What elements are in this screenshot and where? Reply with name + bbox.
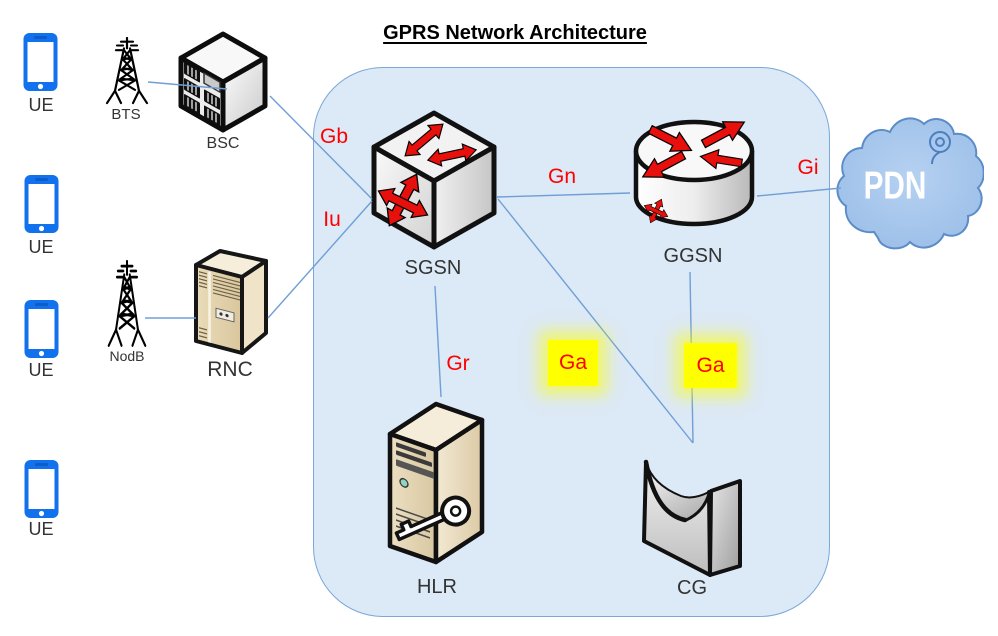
ggsn-router-icon [633, 113, 755, 227]
bts-antenna-icon [105, 37, 149, 105]
ga-interface-badge-ggsn-cg: Ga [684, 343, 737, 388]
pdn-label: PDN [863, 163, 927, 208]
sgsn-label: SGSN [404, 257, 462, 279]
ue-phone-icon-3 [24, 300, 59, 358]
ue-label-2: UE [28, 237, 54, 257]
iu-interface-label: Iu [323, 208, 341, 231]
cg-label: CG [677, 577, 707, 599]
nodb-antenna-icon [107, 260, 147, 347]
ga-interface-badge-sgsn-cg: Ga [548, 340, 598, 386]
ggsn-label: GGSN [663, 245, 723, 267]
gr-interface-label: Gr [446, 352, 470, 375]
gi-interface-label: Gi [797, 156, 819, 179]
ue-label-1: UE [28, 95, 54, 115]
ue-phone-icon-4 [24, 460, 59, 518]
gb-interface-label: Gb [319, 125, 348, 148]
nodb-label: NodB [109, 348, 145, 364]
pdn-cloud-icon [836, 117, 984, 250]
ue-phone-icon-1 [23, 33, 58, 91]
ue-phone-icon-2 [24, 175, 59, 233]
diagram-title: GPRS Network Architecture [383, 22, 647, 44]
bsc-label: BSC [206, 135, 240, 152]
gn-interface-label: Gn [547, 165, 576, 188]
ue-label-4: UE [28, 519, 54, 539]
bts-label: BTS [111, 106, 141, 123]
hlr-label: HLR [416, 576, 457, 598]
hlr-server-icon [387, 401, 485, 565]
rnc-cabinet-icon [194, 249, 268, 355]
ue-label-3: UE [28, 360, 54, 380]
sgsn-switch-icon [371, 110, 497, 250]
bsc-switch-icon [178, 31, 268, 133]
rnc-label: RNC [207, 358, 253, 381]
cg-gateway-icon [642, 459, 742, 577]
